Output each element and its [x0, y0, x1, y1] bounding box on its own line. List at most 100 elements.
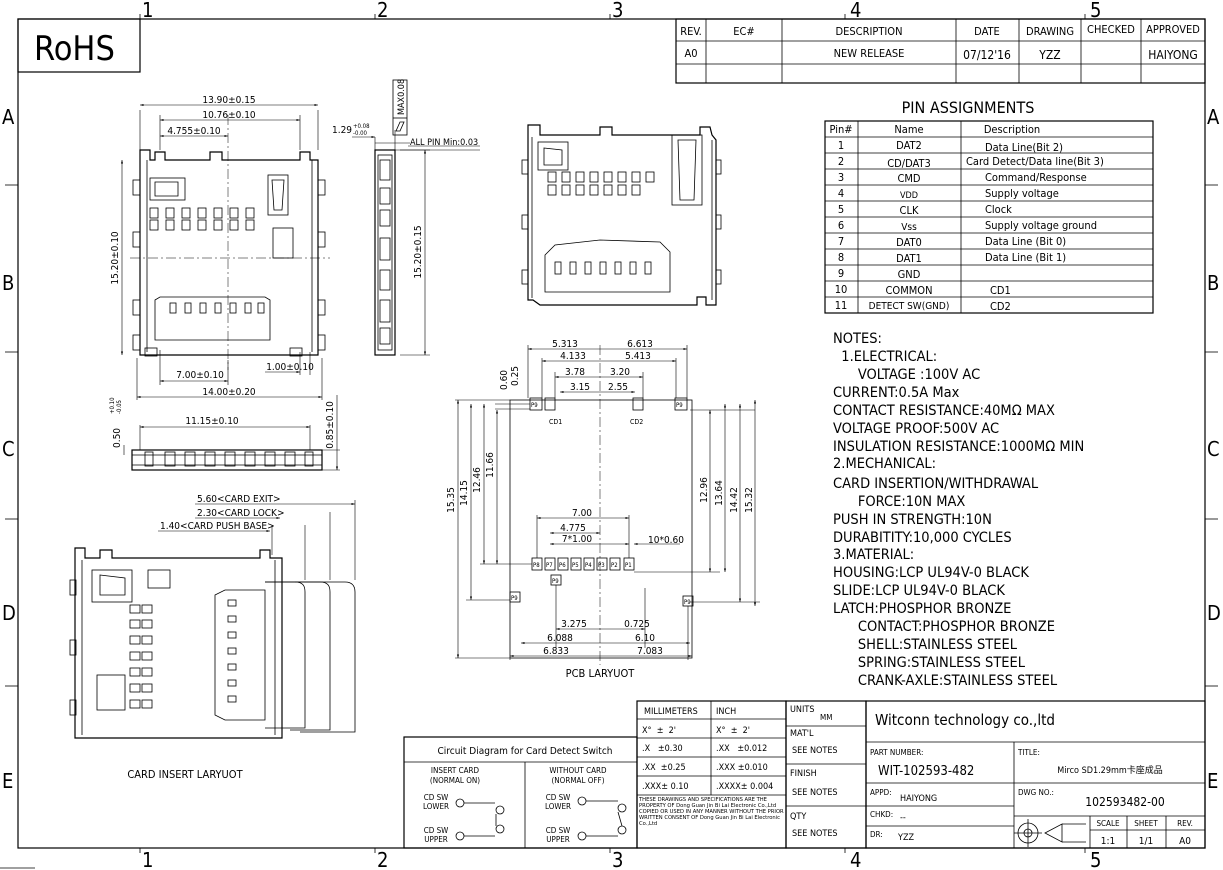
tol-mm-1: .X ±0.30 — [642, 744, 683, 754]
pin-10-name: COMMON — [886, 284, 933, 297]
zone-col-5-bottom: 5 — [1090, 848, 1101, 870]
isometric-view — [521, 124, 722, 306]
circuit-right-head-1: WITHOUT CARD — [549, 766, 607, 775]
pin-7-name: DAT0 — [896, 236, 922, 249]
pcb-dim-14-42: 14.42 — [729, 487, 740, 513]
pcb-dim-11-66: 11.66 — [485, 452, 496, 478]
dim-0-85: 0.85±0.10 — [325, 401, 336, 449]
tol-mm-2: .XX ±0.25 — [642, 763, 686, 773]
pin-header-name: Name — [894, 123, 923, 136]
pcb-pad-p9-mid: P9 — [552, 578, 559, 585]
pcb-dim-12-96: 12.96 — [699, 477, 710, 503]
rev-header-date: DATE — [974, 25, 1000, 38]
pin-1-name: DAT2 — [896, 139, 922, 152]
dim-card-push-base: 1.40<CARD PUSH BASE> — [160, 521, 275, 532]
pcb-dim-6-10: 6.10 — [635, 633, 655, 644]
pin-3-desc: Command/Response — [985, 171, 1087, 184]
pin-assignments-title: PIN ASSIGNMENTS — [902, 98, 1035, 117]
rev-row-rev: A0 — [684, 47, 697, 60]
notes-line-18: SPRING:STAINLESS STEEL — [833, 655, 1026, 671]
circuit-left-upper-1: CD SW — [424, 826, 449, 835]
pin-11-desc: CD2 — [990, 300, 1011, 313]
zone-col-1: 1 — [142, 0, 153, 22]
dwg-no-label: DWG NO.: — [1018, 788, 1054, 797]
pin-header-pin: Pin# — [829, 123, 852, 136]
notes-line-3: CURRENT:0.5A Max — [833, 385, 960, 401]
title-label: TITLE: — [1017, 748, 1040, 757]
pcb-dim-5-313: 5.313 — [552, 339, 578, 350]
pcb-layout: P9 P9 P9 P9 P9 CD1 CD2 P8 P7 P6 P5 P4 P3… — [446, 339, 760, 680]
zone-col-3-bottom: 3 — [612, 848, 623, 870]
dim-14-00: 14.00±0.20 — [202, 387, 256, 398]
notes-line-16: CONTACT:PHOSPHOR BRONZE — [833, 619, 1055, 635]
circuit-right-upper-2: UPPER — [546, 835, 570, 844]
pin-8-desc: Data Line (Bit 1) — [985, 251, 1066, 264]
meta-qty-value: SEE NOTES — [792, 829, 838, 839]
zone-col-3: 3 — [612, 0, 623, 22]
tol-note: THESE DRAWINGS AND SPECIFICATIONS ARE TH… — [639, 797, 784, 827]
pin-2-num: 2 — [838, 155, 844, 168]
tol-inch-3: .XXXX± 0.004 — [716, 782, 773, 792]
notes-line-2: VOLTAGE :100V AC — [833, 367, 980, 383]
dr-label: DR: — [870, 830, 883, 839]
pcb-dim-7x1-00: 7*1.00 — [562, 534, 593, 545]
dim-15-20-right: 15.20±0.15 — [413, 225, 424, 278]
side-view: ALL PIN Min:0.03 MAX0.08 1.29 +0.08 -0.0… — [332, 79, 480, 356]
dim-0-50-tol-down: -0.05 — [116, 400, 123, 414]
zone-row-d: D — [2, 601, 16, 625]
part-number-label: PART NUMBER: — [870, 748, 923, 757]
revision-table: REV. EC# DESCRIPTION DATE DRAWING CHECKE… — [675, 18, 1206, 84]
tol-header-mm: MILLIMETERS — [644, 707, 698, 717]
meta-qty-label: QTY — [790, 812, 806, 822]
pin-6-name: Vss — [901, 222, 917, 233]
pcb-dim-7-00: 7.00 — [572, 508, 592, 519]
dim-0-50-tol-up: +0.10 — [109, 397, 116, 414]
pcb-pad-p9-br: P9 — [684, 599, 691, 606]
front-view: 11.15±0.10 0.50 +0.10 -0.05 0.85±0.10 — [109, 395, 340, 471]
notes-line-0: NOTES: — [833, 331, 882, 347]
notes-line-5: VOLTAGE PROOF:500V AC — [833, 421, 999, 437]
meta-matl-value: SEE NOTES — [792, 746, 838, 756]
meta-finish-value: SEE NOTES — [792, 788, 838, 798]
dim-11-15: 11.15±0.10 — [185, 416, 239, 427]
card-insert-caption: CARD INSERT LARYUOT — [127, 768, 243, 781]
pin-6-desc: Supply voltage ground — [985, 219, 1097, 232]
pin-assignments: PIN ASSIGNMENTS Pin# Name Description 1 … — [824, 98, 1154, 314]
meta-matl-label: MAT'L — [790, 729, 814, 739]
projection-symbol-icon — [1014, 819, 1086, 847]
zone-col-1-bottom: 1 — [142, 848, 153, 870]
meta-units-label: UNITS — [790, 705, 814, 715]
dim-card-exit: 5.60<CARD EXIT> — [197, 494, 281, 505]
pin-10-desc: CD1 — [990, 284, 1011, 297]
pcb-dim-12-46: 12.46 — [472, 467, 483, 493]
notes-line-12: 3.MATERIAL: — [833, 547, 914, 563]
pcb-dim-14-15: 14.15 — [459, 480, 470, 506]
rev-header-approved: APPROVED — [1146, 23, 1200, 36]
pcb-dim-7-083: 7.083 — [637, 646, 663, 657]
dim-10-76: 10.76±0.10 — [202, 110, 256, 121]
pcb-pad-p7: P7 — [546, 562, 553, 569]
pcb-caption: PCB LARYUOT — [566, 667, 636, 680]
tol-inch-0: X° ± 2' — [716, 726, 750, 736]
zone-row-e-right: E — [1207, 769, 1218, 793]
circuit-left-head-1: INSERT CARD — [431, 766, 480, 775]
meta-column: UNITS MM MAT'L SEE NOTES FINISH SEE NOTE… — [785, 700, 867, 849]
card-insert-view: 5.60<CARD EXIT> 2.30<CARD LOCK> 1.40<CAR… — [69, 494, 356, 781]
pin-11-num: 11 — [835, 299, 848, 312]
rev-row-description: NEW RELEASE — [834, 47, 905, 60]
notes-line-9: FORCE:10N MAX — [833, 494, 965, 510]
pin-3-name: CMD — [897, 172, 920, 185]
zone-col-5: 5 — [1090, 0, 1101, 22]
zone-row-a: A — [2, 105, 15, 129]
pcb-dim-4-133: 4.133 — [560, 351, 586, 362]
circuit-right-head-2: (NORMAL OFF) — [551, 776, 604, 785]
notes-line-7: 2.MECHANICAL: — [833, 456, 936, 472]
notes-line-4: CONTACT RESISTANCE:40MΩ MAX — [833, 403, 1055, 419]
chkd-label: CHKD: — [870, 810, 893, 819]
pcb-pad-p9-tl: P9 — [531, 402, 538, 409]
scale-label: SCALE — [1096, 819, 1120, 828]
dim-card-lock: 2.30<CARD LOCK> — [197, 508, 285, 519]
rev-row-approved: HAIYONG — [1148, 48, 1198, 62]
